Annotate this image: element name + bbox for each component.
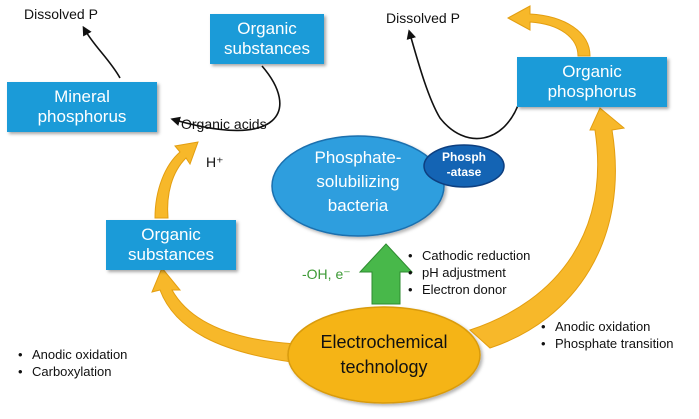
arrow-to-dissolved-p-left xyxy=(82,25,121,79)
left-bullet-1: Anodic oxidation xyxy=(18,346,127,363)
mineral-phosphorus-line1: Mineral xyxy=(54,87,110,106)
gold-arrow-to-h-plus xyxy=(154,141,199,219)
organic-phosphorus-line1: Organic xyxy=(562,62,622,81)
organic-acids-label: Organic acids xyxy=(181,116,267,132)
left-bullets: Anodic oxidation Carboxylation xyxy=(18,346,127,380)
dissolved-p-right-label: Dissolved P xyxy=(386,10,460,26)
psb-line2: solubilizing xyxy=(316,172,400,191)
psb-line3: bacteria xyxy=(327,196,389,215)
organic-phosphorus-line2: phosphorus xyxy=(547,82,637,101)
phosphatase-line1: Phosph xyxy=(442,150,486,164)
organic-substances-left-line2: substances xyxy=(128,245,214,264)
left-bullet-2: Carboxylation xyxy=(18,363,127,380)
organic-phosphorus-box: Organic phosphorus xyxy=(517,57,667,107)
psb-label: Phosphate- solubilizing bacteria xyxy=(272,146,444,218)
gold-arrow-to-organic-substances xyxy=(151,267,297,363)
phosphatase-line2: -atase xyxy=(446,165,482,179)
psb-line1: Phosphate- xyxy=(314,148,402,167)
electrochemical-line1: Electrochemical xyxy=(320,332,448,352)
electrochemical-line2: technology xyxy=(340,357,428,377)
right-bullets: Anodic oxidation Phosphate transition xyxy=(541,318,674,352)
arrow-to-dissolved-p-right xyxy=(406,29,521,140)
gold-arrow-to-organic-phosphorus xyxy=(469,107,626,349)
dissolved-p-left-label: Dissolved P xyxy=(24,6,98,22)
h-plus-label: H⁺ xyxy=(206,154,224,170)
center-bullet-3: Electron donor xyxy=(408,281,530,298)
electrochemical-ellipse xyxy=(287,306,481,404)
gold-arrow-to-dissolved-p-right xyxy=(506,5,591,57)
psb-ellipse xyxy=(271,135,445,237)
organic-substances-left-line1: Organic xyxy=(141,225,201,244)
center-bullets: Cathodic reduction pH adjustment Electro… xyxy=(408,247,530,298)
organic-substances-left-box: Organic substances xyxy=(106,220,236,270)
oh-e-label: -OH, e⁻ xyxy=(302,266,351,282)
organic-substances-top-line2: substances xyxy=(224,39,310,58)
center-bullet-2: pH adjustment xyxy=(408,264,530,281)
right-bullet-2: Phosphate transition xyxy=(541,335,674,352)
phosphatase-label: Phosph -atase xyxy=(424,150,504,180)
mineral-phosphorus-line2: phosphorus xyxy=(37,107,127,126)
organic-substances-top-box: Organic substances xyxy=(210,14,324,64)
organic-substances-top-line1: Organic xyxy=(237,19,297,38)
electrochemical-label: Electrochemical technology xyxy=(288,330,480,380)
green-up-arrow xyxy=(358,243,414,305)
arrow-organic-acids xyxy=(170,65,281,132)
center-bullet-1: Cathodic reduction xyxy=(408,247,530,264)
phosphatase-ellipse xyxy=(423,144,505,188)
right-bullet-1: Anodic oxidation xyxy=(541,318,674,335)
mineral-phosphorus-box: Mineral phosphorus xyxy=(7,82,157,132)
